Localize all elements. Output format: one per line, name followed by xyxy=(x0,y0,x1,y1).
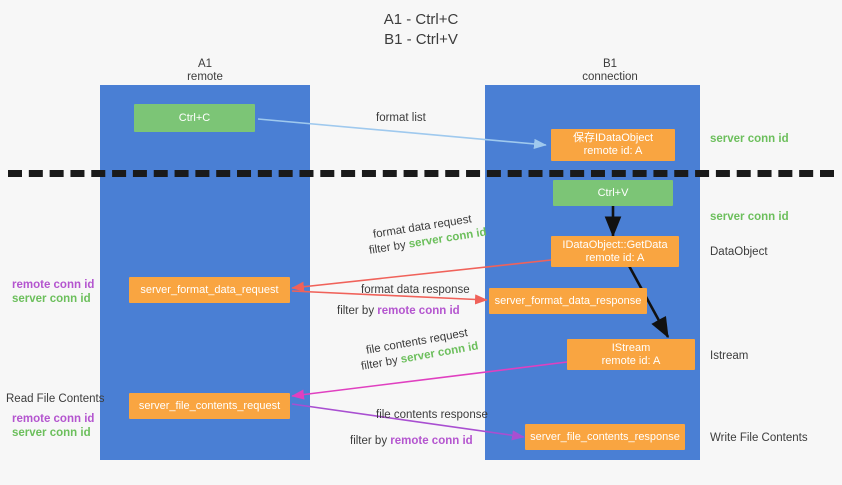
left-label-remote-conn-id-1: remote conn id xyxy=(12,279,95,291)
title-line-2: B1 - Ctrl+V xyxy=(384,31,458,48)
right-label-istream: Istream xyxy=(710,350,749,362)
node-server-format-data-response[interactable]: server_format_data_response xyxy=(489,288,647,314)
edge-label-format-data-response: format data response xyxy=(361,284,470,296)
node-server-file-contents-request-label: server_file_contents_request xyxy=(138,399,281,412)
node-getdata[interactable]: IDataObject::GetData remote id: A xyxy=(551,236,679,267)
node-getdata-line1: IDataObject::GetData xyxy=(562,238,668,251)
node-ctrl-c-label: Ctrl+C xyxy=(178,111,211,124)
filter-by-text-2: filter by xyxy=(337,305,378,317)
left-label-read-file-contents: Read File Contents xyxy=(6,393,105,405)
node-getdata-line2: remote id: A xyxy=(585,251,645,264)
remote-conn-id-chip-2: remote conn id xyxy=(390,435,473,447)
left-label-server-conn-id-2: server conn id xyxy=(12,427,91,439)
lane-title-a1: A1 remote xyxy=(187,58,223,83)
node-server-file-contents-response-label: server_file_contents_response xyxy=(530,430,680,443)
node-istream-line2: remote id: A xyxy=(601,354,661,367)
right-label-write-file-contents: Write File Contents xyxy=(710,432,808,444)
node-istream-line1: IStream xyxy=(611,341,651,354)
edge-label-format-list: format list xyxy=(376,112,426,124)
node-save-idataobject-line2: remote id: A xyxy=(583,145,643,157)
left-label-remote-conn-id-2: remote conn id xyxy=(12,413,95,425)
node-ctrl-v[interactable]: Ctrl+V xyxy=(553,180,673,206)
left-label-server-conn-id-1: server conn id xyxy=(12,293,91,305)
edge-label-format-data-response-filter: filter by remote conn id xyxy=(337,304,460,319)
node-server-format-data-request[interactable]: server_format_data_request xyxy=(129,277,290,303)
node-istream[interactable]: IStream remote id: A xyxy=(567,339,695,370)
page-title: A1 - Ctrl+C B1 - Ctrl+V xyxy=(0,10,842,50)
lane-title-b1: B1 connection xyxy=(582,58,638,83)
phase-divider xyxy=(8,170,834,177)
right-label-server-conn-id-mid: server conn id xyxy=(710,211,789,223)
edge-label-file-contents-response-filter: filter by remote conn id xyxy=(350,434,473,449)
right-label-server-conn-id-top: server conn id xyxy=(710,133,789,145)
node-server-format-data-request-label: server_format_data_request xyxy=(140,283,279,296)
node-server-file-contents-response[interactable]: server_file_contents_response xyxy=(525,424,685,450)
remote-conn-id-chip-1: remote conn id xyxy=(377,305,460,317)
title-line-1: A1 - Ctrl+C xyxy=(383,11,459,28)
node-ctrl-v-label: Ctrl+V xyxy=(597,186,629,199)
node-save-idataobject-line1: 保存IDataObject xyxy=(572,132,654,144)
node-server-file-contents-request[interactable]: server_file_contents_request xyxy=(129,393,290,419)
right-label-dataobject: DataObject xyxy=(710,246,768,258)
filter-by-text-4: filter by xyxy=(350,435,391,447)
node-ctrl-c[interactable]: Ctrl+C xyxy=(134,104,255,132)
node-server-format-data-response-label: server_format_data_response xyxy=(494,294,642,307)
node-save-idataobject[interactable]: 保存IDataObject remote id: A xyxy=(551,129,675,161)
edge-label-file-contents-response: file contents response xyxy=(376,409,488,421)
